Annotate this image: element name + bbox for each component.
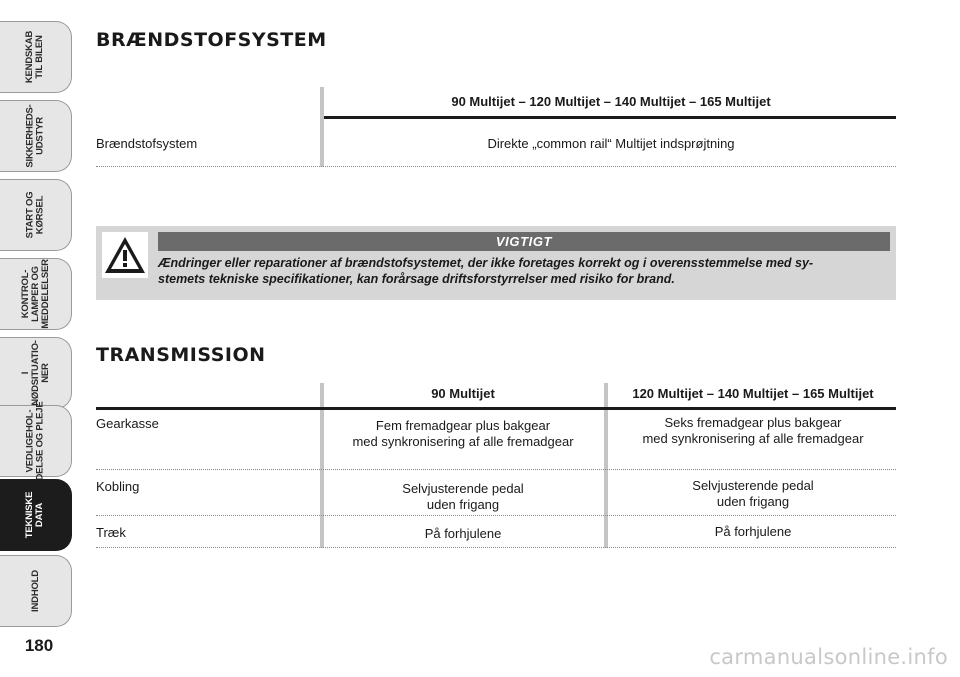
tab-start-og-korsel[interactable]: START OG KØRSEL — [0, 179, 72, 251]
tab-label: START OG KØRSEL — [24, 191, 46, 239]
transmission-row-label: Kobling — [96, 479, 140, 494]
tab-label: INDHOLD — [29, 570, 41, 612]
fuel-row-label: Brændstofsystem — [96, 136, 198, 151]
column-divider — [604, 383, 608, 548]
watermark: carmanualsonline.info — [709, 645, 948, 669]
warning-triangle-icon — [102, 232, 148, 278]
tab-nodsituationer[interactable]: I NØDSITUATIO- NER — [0, 337, 72, 409]
cell-line: Selvjusterende pedal — [692, 478, 814, 493]
warning-banner: VIGTIGT — [158, 232, 890, 251]
cell-line: med synkronisering af alle fremadgear — [642, 431, 864, 446]
warning-text-line: Ændringer eller reparationer af brændsto… — [158, 256, 814, 270]
transmission-cell: Selvjusterende pedal uden frigang — [326, 481, 600, 513]
tab-label: TEKNISKE DATA — [24, 491, 46, 539]
tab-kendskab-til-bilen[interactable]: KENDSKAB TIL BILEN — [0, 21, 72, 93]
transmission-cell: På forhjulene — [424, 526, 502, 541]
tab-label: KONTROL- LAMPER OG MEDDELELSER — [19, 259, 51, 329]
tab-label: VEDLIGEHOL- DELSE OG PLEJE — [24, 401, 46, 481]
cell-line: uden frigang — [426, 497, 500, 512]
fuel-column-header: 90 Multijet – 120 Multijet – 140 Multije… — [451, 94, 771, 109]
column-divider — [320, 87, 324, 167]
page-number: 180 — [24, 636, 54, 655]
tab-tekniske-data[interactable]: TEKNISKE DATA — [0, 479, 72, 551]
warning-text: Ændringer eller reparationer af brændsto… — [158, 255, 892, 287]
section-title-fuel: BRÆNDSTOFSYSTEM — [96, 29, 327, 51]
transmission-row-label: Træk — [96, 525, 126, 540]
warning-box: VIGTIGT Ændringer eller reparationer af … — [96, 226, 896, 300]
transmission-cell: På forhjulene — [714, 524, 792, 539]
cell-line: uden frigang — [716, 494, 790, 509]
tab-vedligeholdelse[interactable]: VEDLIGEHOL- DELSE OG PLEJE — [0, 401, 72, 481]
cell-line: med synkronisering af alle fremadgear — [352, 434, 574, 449]
tab-indhold[interactable]: INDHOLD — [0, 555, 72, 627]
column-divider — [320, 383, 324, 548]
tab-label: KENDSKAB TIL BILEN — [24, 30, 46, 84]
tab-label: SIKKERHEDS- UDSTYR — [24, 104, 46, 168]
fuel-row-value: Direkte „common rail“ Multijet indsprøjt… — [487, 136, 735, 151]
cell-line: Seks fremadgear plus bakgear — [664, 415, 842, 430]
tab-sikkerhedsudstyr[interactable]: SIKKERHEDS- UDSTYR — [0, 100, 72, 172]
warning-text-line: stemets tekniske specifikationer, kan fo… — [158, 272, 675, 286]
row-separator — [96, 547, 896, 548]
section-title-transmission: TRANSMISSION — [96, 344, 266, 366]
cell-line: Fem fremadgear plus bakgear — [375, 418, 551, 433]
tab-kontrollamper[interactable]: KONTROL- LAMPER OG MEDDELELSER — [0, 258, 72, 330]
header-rule — [96, 407, 896, 410]
row-separator — [96, 166, 896, 167]
transmission-cell: Selvjusterende pedal uden frigang — [610, 478, 896, 510]
transmission-header-col1: 90 Multijet — [431, 386, 495, 401]
row-separator — [96, 469, 896, 470]
transmission-cell: Seks fremadgear plus bakgear med synkron… — [610, 415, 896, 447]
transmission-header-col2: 120 Multijet – 140 Multijet – 165 Multij… — [632, 386, 874, 401]
transmission-row-label: Gearkasse — [96, 416, 159, 431]
cell-line: Selvjusterende pedal — [402, 481, 524, 496]
chapter-tabs: KENDSKAB TIL BILEN SIKKERHEDS- UDSTYR ST… — [0, 0, 80, 677]
header-rule — [324, 116, 896, 119]
transmission-cell: Fem fremadgear plus bakgear med synkroni… — [326, 418, 600, 450]
row-separator — [96, 515, 896, 516]
tab-label: I NØDSITUATIO- NER — [19, 340, 51, 406]
